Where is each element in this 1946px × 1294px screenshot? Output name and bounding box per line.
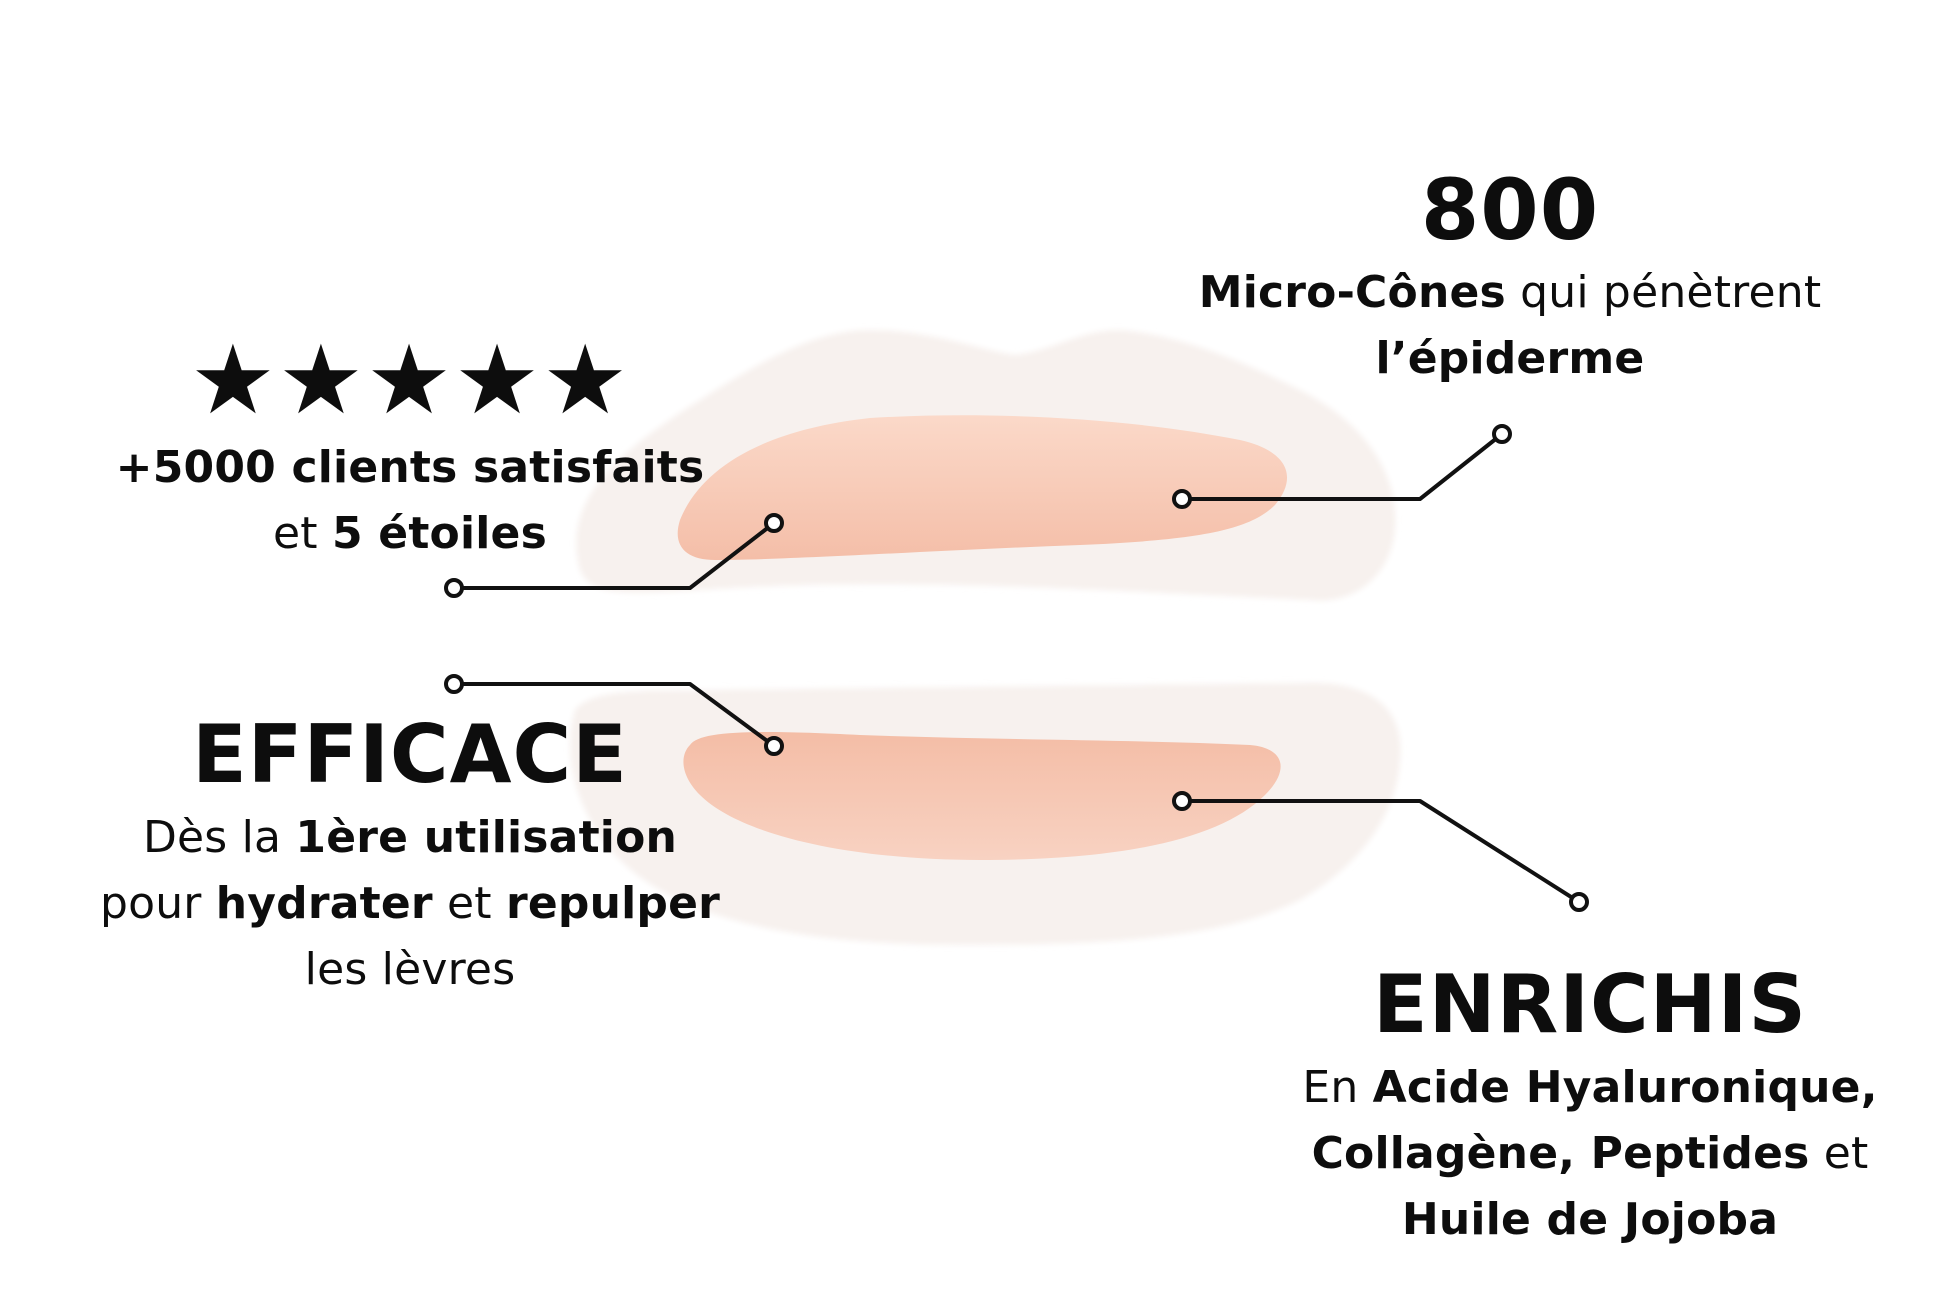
connector-enrichis <box>1180 799 1581 904</box>
connector-micro-cones <box>1180 432 1504 501</box>
enrichis-line2: Collagène, Peptides et <box>1311 1128 1869 1179</box>
enrichis-line3: Huile de Jojoba <box>1401 1194 1779 1245</box>
lower-gel-strip <box>683 732 1281 860</box>
micro-cones-number: 800 <box>1420 161 1600 259</box>
enrichis-heading: ENRICHIS <box>1372 958 1807 1051</box>
micro-cones-callout: 800 Micro-Cônes qui pénètrent l’épiderme <box>1160 160 1860 392</box>
micro-cones-line1: Micro-Cônes qui pénètrent <box>1198 267 1822 318</box>
connector-dot <box>444 578 464 598</box>
five-star-rating-icon: ★★★★★ <box>189 324 631 436</box>
connector-rating <box>452 521 776 590</box>
efficace-heading: EFFICACE <box>192 708 628 801</box>
connector-efficace <box>452 682 776 748</box>
rating-clients-text: +5000 clients satisfaits <box>115 442 705 493</box>
enrichis-line1: En Acide Hyaluronique, <box>1302 1062 1878 1113</box>
efficace-callout: EFFICACE Dès la 1ère utilisation pour hy… <box>70 705 750 1003</box>
upper-gel-strip <box>677 415 1288 560</box>
rating-stars-text: et 5 étoiles <box>273 508 547 559</box>
efficace-line3: les lèvres <box>304 944 516 995</box>
efficace-line1: Dès la 1ère utilisation <box>142 812 678 863</box>
upper-lip-patch <box>576 330 1396 601</box>
enrichis-callout: ENRICHIS En Acide Hyaluronique, Collagèn… <box>1240 955 1940 1253</box>
connector-dot <box>1172 791 1192 811</box>
micro-cones-line2: l’épiderme <box>1375 333 1645 384</box>
connector-dot <box>1569 892 1589 912</box>
connector-dot <box>764 513 784 533</box>
efficace-line2: pour hydrater et repulper <box>99 878 721 929</box>
connector-dot <box>1492 424 1512 444</box>
connector-dot <box>764 736 784 756</box>
connector-dot <box>1172 489 1192 509</box>
connector-dot <box>444 674 464 694</box>
rating-callout: ★★★★★ +5000 clients satisfaits et 5 étoi… <box>90 325 730 567</box>
